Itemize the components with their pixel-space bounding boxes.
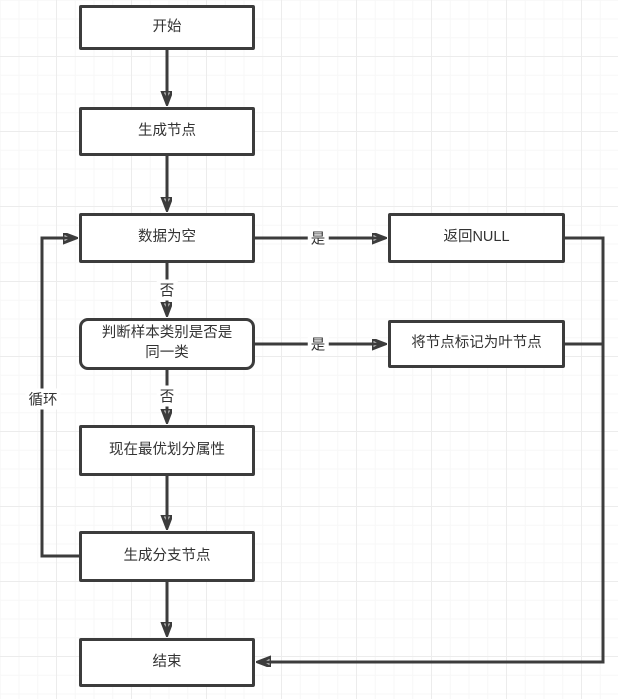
edge-label-loop: 循环 bbox=[25, 388, 61, 410]
flow-node-data-empty: 数据为空 bbox=[79, 213, 255, 263]
flow-node-start: 开始 bbox=[79, 5, 255, 50]
flow-node-mark-leaf: 将节点标记为叶节点 bbox=[388, 320, 565, 368]
edge-label-no-2: 否 bbox=[156, 385, 178, 407]
flow-node-judge-same-class: 判断样本类别是否是 同一类 bbox=[79, 318, 255, 370]
edge-label-yes-1: 是 bbox=[307, 227, 329, 249]
edge-label-yes-2: 是 bbox=[307, 333, 329, 355]
flow-node-end: 结束 bbox=[79, 638, 255, 687]
flow-node-best-split: 现在最优划分属性 bbox=[79, 425, 255, 476]
edge-returnnull-to-end bbox=[259, 236, 605, 662]
flow-node-branch-node: 生成分支节点 bbox=[79, 531, 255, 582]
flow-node-generate-node: 生成节点 bbox=[79, 107, 255, 156]
flow-node-return-null: 返回NULL bbox=[388, 213, 565, 263]
edge-label-no-1: 否 bbox=[156, 279, 178, 301]
